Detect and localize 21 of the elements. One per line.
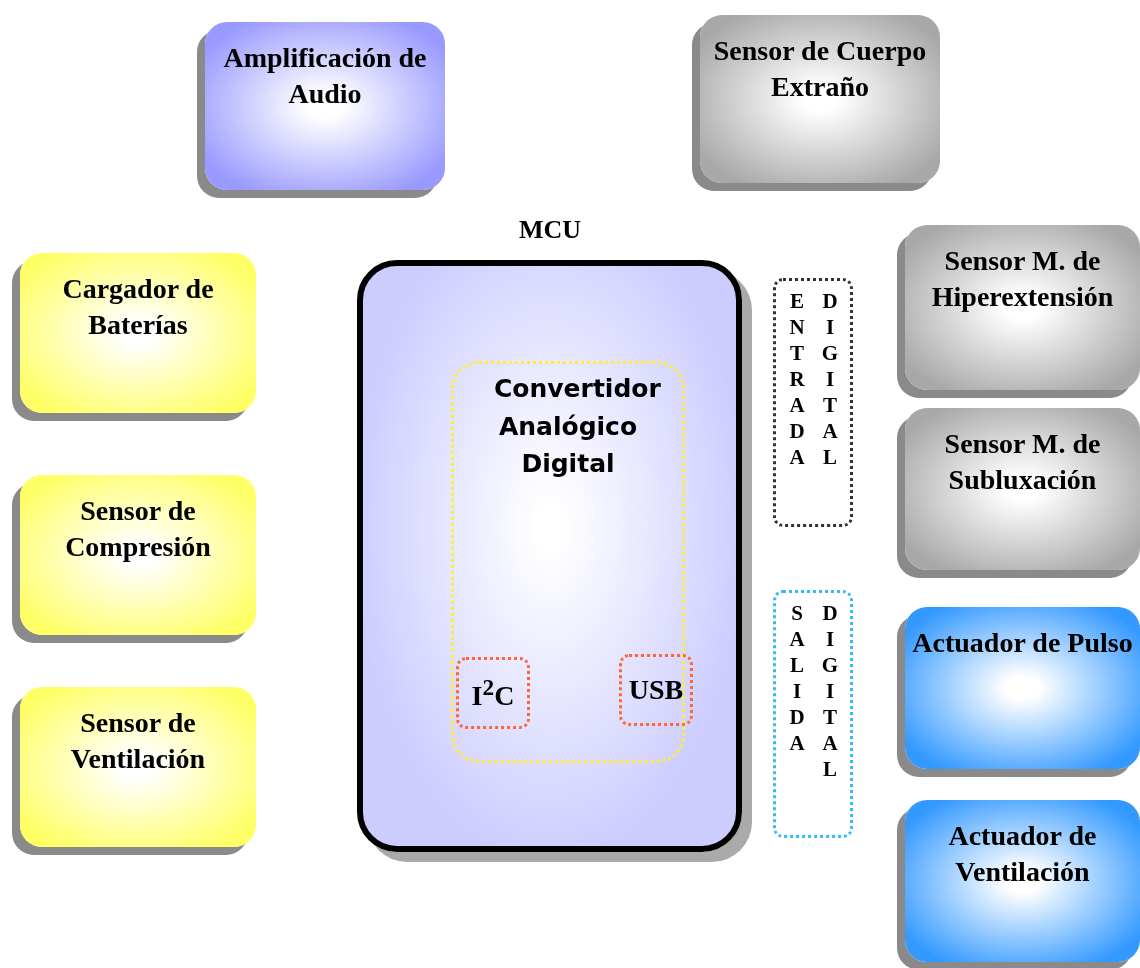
vertical-label: DIGITAL [819, 289, 840, 473]
mcu-heading: MCU [517, 215, 583, 245]
vertical-label: SALIDA [786, 601, 807, 759]
block-label: Actuador de Pulso [911, 626, 1134, 660]
block-label: Sensor M. de Hiperextensión [930, 244, 1115, 315]
block-label: Amplificación de Audio [222, 41, 428, 112]
signal-box [773, 590, 853, 838]
port-label: I$^{2}$C [471, 673, 515, 713]
block-label: Sensor de Compresión [64, 494, 212, 565]
block-label: Actuador de Ventilación [947, 819, 1098, 890]
block-label: Sensor de Cuerpo Extraño [712, 34, 928, 105]
block-label: Cargador de Baterías [61, 272, 215, 343]
vertical-label: DIGITAL [819, 601, 840, 785]
converter-label: Convertidor Analógico Digital [493, 373, 662, 480]
port-box [619, 654, 693, 726]
port-label: USB [628, 674, 684, 706]
block-label: Sensor de Ventilación [69, 706, 207, 777]
block-label: Sensor M. de Subluxación [943, 427, 1102, 498]
port-box [456, 657, 530, 729]
signal-box [773, 278, 853, 527]
vertical-label: ENTRADA [786, 289, 807, 473]
